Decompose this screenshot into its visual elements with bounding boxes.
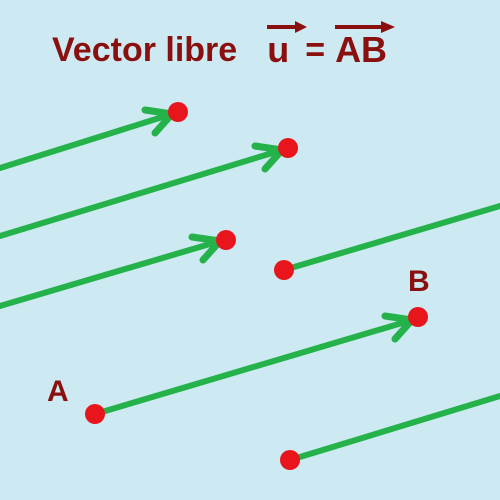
vector-arrow — [280, 393, 500, 470]
label-b: B — [408, 265, 430, 298]
point-a — [85, 404, 105, 424]
point-b — [408, 307, 428, 327]
title-text: Vector libre — [52, 31, 238, 69]
vector-arrow — [0, 102, 188, 171]
vector-arrow — [0, 230, 236, 309]
vector-arrow — [0, 138, 298, 239]
vector-start-point — [280, 450, 300, 470]
vector-arrow — [274, 203, 500, 280]
vector-end-point — [168, 102, 188, 122]
label-a: A — [47, 375, 69, 408]
overarrow-icon — [335, 21, 396, 33]
title: Vector libre u = AB — [52, 21, 396, 70]
vector-ab-symbol: AB — [335, 21, 396, 70]
overarrow-icon — [267, 21, 308, 33]
vector-start-point — [274, 260, 294, 280]
vector-ab-letters: AB — [335, 29, 388, 70]
vector-end-point — [278, 138, 298, 158]
vector-ab-arrow — [85, 307, 428, 424]
vector-u-letter: u — [267, 29, 290, 70]
equals-sign: = — [305, 31, 326, 69]
vector-end-point — [216, 230, 236, 250]
vector-u-symbol: u — [267, 21, 308, 70]
